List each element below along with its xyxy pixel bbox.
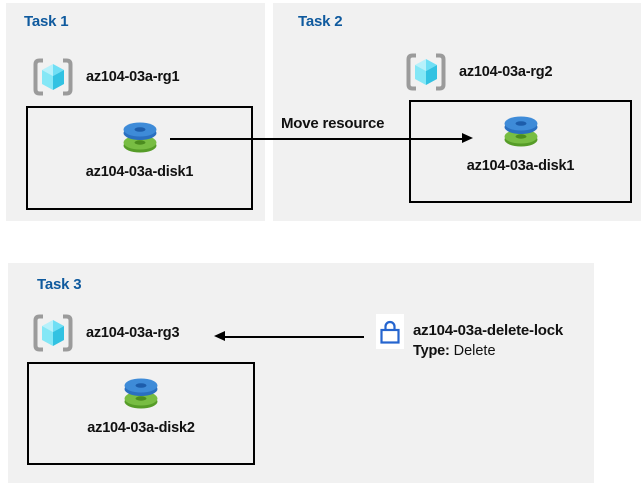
task2-resource-group: az104-03a-rg2 xyxy=(404,52,553,92)
task2-resource-group-label: az104-03a-rg2 xyxy=(459,64,553,80)
resource-group-icon xyxy=(33,314,73,352)
task3-resource-group: az104-03a-rg3 xyxy=(31,313,180,353)
task1-resource-label: az104-03a-disk1 xyxy=(85,164,194,180)
move-arrow-head-icon xyxy=(462,133,473,143)
delete-lock-text: az104-03a-delete-lock Type:Delete xyxy=(413,320,563,362)
lock-arrow-line xyxy=(224,336,364,338)
delete-lock-chip xyxy=(376,314,404,349)
task3-resource-group-label: az104-03a-rg3 xyxy=(86,325,180,341)
task1-box: Task 1 az104-03a-rg1 az104-03a-disk xyxy=(6,3,265,221)
task2-box: Task 2 az104-03a-rg2 az104-03a-disk xyxy=(273,3,641,221)
task3-box: Task 3 az104-03a-rg3 az104-03a-disk xyxy=(8,263,594,483)
managed-disk-icon xyxy=(504,116,537,147)
task2-resource-box: az104-03a-disk1 xyxy=(409,100,632,203)
task3-resource-box: az104-03a-disk2 xyxy=(27,362,255,465)
task3-resource-label: az104-03a-disk2 xyxy=(87,420,195,436)
delete-lock-name: az104-03a-delete-lock xyxy=(413,322,564,339)
move-resource-label: Move resource xyxy=(281,115,385,132)
managed-disk-icon xyxy=(123,122,156,153)
move-arrow-line xyxy=(170,138,463,140)
resource-group-icon xyxy=(406,53,446,91)
task1-resource-group-label: az104-03a-rg1 xyxy=(86,69,180,85)
lock-icon xyxy=(380,320,400,344)
lock-arrow-head-icon xyxy=(214,331,225,341)
task3-title: Task 3 xyxy=(37,276,82,293)
task2-resource-label: az104-03a-disk1 xyxy=(466,158,575,174)
task1-title: Task 1 xyxy=(24,13,69,30)
delete-lock-type-label: Type: xyxy=(413,343,450,359)
delete-lock-type-value: Delete xyxy=(453,343,496,359)
task1-resource-group: az104-03a-rg1 xyxy=(31,57,180,97)
managed-disk-icon xyxy=(124,378,158,409)
task2-title: Task 2 xyxy=(298,13,343,30)
resource-group-icon xyxy=(33,58,73,96)
task1-resource-box: az104-03a-disk1 xyxy=(26,106,253,210)
